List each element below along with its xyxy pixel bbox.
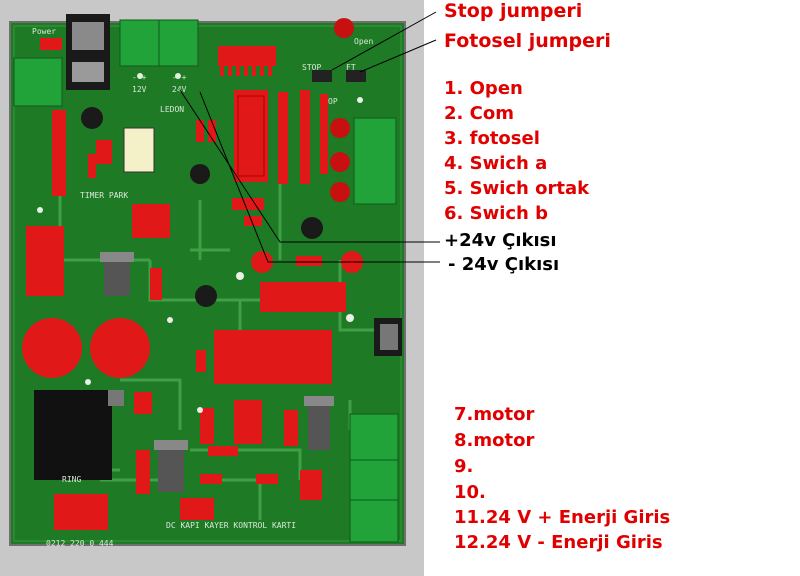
stop-jumper-header xyxy=(312,70,332,82)
terminal-label-3: 3. fotosel xyxy=(444,128,540,149)
silk-minus-plus-a: - + xyxy=(132,73,147,82)
sw-led-1 xyxy=(330,152,350,172)
output-minus-label: - 24v Çıkısı xyxy=(448,254,560,275)
resistor-left-2 xyxy=(96,140,112,164)
output-plus-pad xyxy=(251,251,273,273)
regulator-heatsink-1-face xyxy=(72,22,104,50)
relay-left-big xyxy=(26,226,64,296)
terminal-label-10: 10. xyxy=(454,482,486,503)
terminal-label-6: 6. Swich b xyxy=(444,203,549,224)
resistor-mid-1 xyxy=(232,198,264,210)
transistor-mid xyxy=(301,217,323,239)
board-inner xyxy=(13,25,402,542)
terminal-label-1: 1. Open xyxy=(444,78,523,99)
diode-left xyxy=(88,154,96,178)
resistor-low-1 xyxy=(134,392,152,414)
bridge-tab xyxy=(108,390,124,406)
terminal-label-8: 8.motor xyxy=(454,430,535,451)
output-minus-pad xyxy=(341,251,363,273)
capacitor-big-1 xyxy=(22,318,82,378)
resistor-tall-2 xyxy=(300,90,310,184)
silk-op: OP xyxy=(328,97,338,106)
resistor-big-horizontal xyxy=(260,282,346,312)
silk-power: Power xyxy=(32,27,57,36)
silk-ring: RING xyxy=(62,475,82,484)
terminal-label-12: 12.24 V - Enerji Giris xyxy=(454,532,663,553)
silk-board-title: DC KAPI KAYER KONTROL KARTI xyxy=(166,521,297,530)
power-led-pad xyxy=(40,38,62,50)
photocell-jumper-label: Fotosel jumperi xyxy=(444,30,611,52)
silk-board-code: 0212 220 0 444 xyxy=(46,539,114,548)
silk-24v: 24V xyxy=(172,85,187,94)
relay-bottom xyxy=(54,494,108,530)
regulator-low xyxy=(158,444,184,492)
transistor-mid-2 xyxy=(195,285,217,307)
terminal-label-4: 4. Swich a xyxy=(444,153,548,174)
terminal-label-5: 5. Swich ortak xyxy=(444,178,590,199)
transistor-left-2 xyxy=(190,164,210,184)
transistor-low xyxy=(308,400,330,450)
resistor-low-6 xyxy=(256,474,278,484)
terminal-block-power xyxy=(13,57,63,107)
sw-led-2 xyxy=(330,182,350,202)
resistor-low-3 xyxy=(284,410,298,446)
resistor-tall-3 xyxy=(320,94,328,174)
photocell-jumper-header xyxy=(346,70,366,82)
resistor-low-5 xyxy=(208,446,238,456)
capacitor-big-2 xyxy=(90,318,150,378)
ic-main xyxy=(234,90,268,182)
resistor-bottom xyxy=(180,498,214,520)
silk-ledon: LEDON xyxy=(160,105,185,114)
terminal-block-switch xyxy=(353,117,397,205)
resistor-low-8 xyxy=(200,474,222,484)
resistor-pair-2 xyxy=(208,120,216,142)
resistor-array xyxy=(218,46,276,66)
regulator-heatsink-2-face xyxy=(72,62,104,82)
diode-mid xyxy=(196,350,206,372)
terminal-label-11: 11.24 V + Enerji Giris xyxy=(454,507,671,528)
output-plus-label: +24v Çıkısı xyxy=(444,230,557,251)
resistor-mid-3 xyxy=(150,268,162,300)
resistor-low-2 xyxy=(200,408,214,444)
terminal-block-motor xyxy=(349,413,399,543)
resistor-output xyxy=(296,256,322,266)
stop-jumper-label: Stop jumperi xyxy=(444,0,583,22)
resistor-left-1 xyxy=(52,110,66,196)
ft-led xyxy=(330,118,350,138)
bridge-rectifier xyxy=(34,390,112,480)
relay-main xyxy=(214,330,332,384)
terminal-label-9: 9. xyxy=(454,456,474,477)
silk-ft: FT xyxy=(346,63,356,72)
silk-stop: STOP xyxy=(302,63,322,72)
resistor-low-7 xyxy=(300,470,322,500)
terminal-label-7: 7.motor xyxy=(454,404,535,425)
open-led xyxy=(334,18,354,38)
capacitor-yellow xyxy=(123,127,155,173)
regulator-mid xyxy=(104,256,130,296)
resistor-low-4 xyxy=(136,450,150,494)
resistor-pair-1 xyxy=(196,120,204,142)
transistor-left-1 xyxy=(81,107,103,129)
silk-12v: 12V xyxy=(132,85,147,94)
resistor-mid-2 xyxy=(244,216,262,226)
silk-open: Open xyxy=(354,37,374,46)
pcb-board xyxy=(9,14,406,546)
silk-minus-plus-b: - + xyxy=(172,73,187,82)
relay-small xyxy=(132,204,170,238)
silk-timer-park: TIMER PARK xyxy=(80,191,129,200)
terminal-label-2: 2. Com xyxy=(444,103,514,124)
resistor-tall-1 xyxy=(278,92,288,184)
ic-low xyxy=(234,400,262,444)
